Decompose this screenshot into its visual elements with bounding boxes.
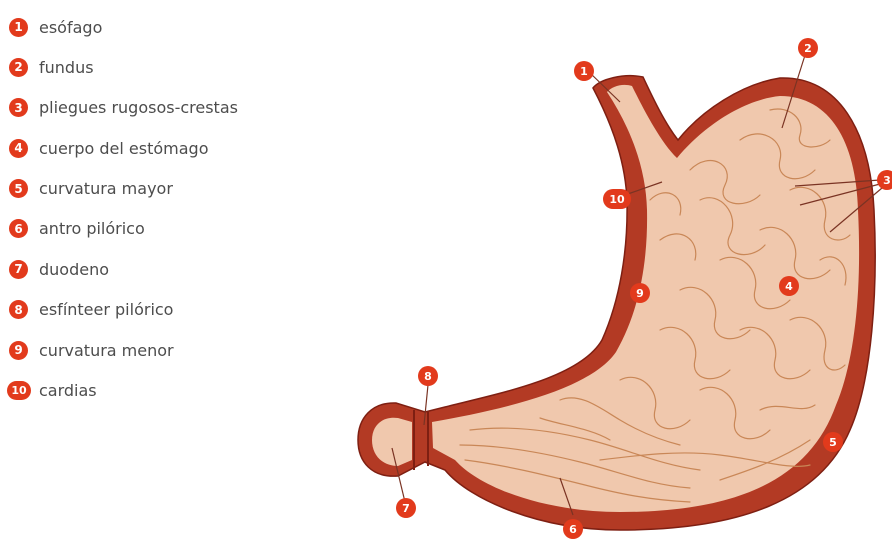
callout-5: 5 (823, 432, 843, 452)
callout-4: 4 (779, 276, 799, 296)
callout-6: 6 (563, 519, 583, 539)
callout-9: 9 (630, 283, 650, 303)
svg-text:2: 2 (804, 42, 812, 55)
callout-8: 8 (418, 366, 438, 386)
callout-1: 1 (574, 61, 594, 81)
callout-10: 10 (603, 189, 631, 209)
svg-text:6: 6 (569, 523, 577, 536)
svg-text:10: 10 (609, 193, 625, 206)
svg-text:1: 1 (580, 65, 588, 78)
svg-text:3: 3 (883, 174, 891, 187)
svg-text:5: 5 (829, 436, 837, 449)
callout-2: 2 (798, 38, 818, 58)
svg-text:7: 7 (402, 502, 410, 515)
svg-text:8: 8 (424, 370, 432, 383)
svg-text:9: 9 (636, 287, 644, 300)
callout-7: 7 (396, 498, 416, 518)
callout-3: 3 (877, 170, 892, 190)
svg-text:4: 4 (785, 280, 793, 293)
